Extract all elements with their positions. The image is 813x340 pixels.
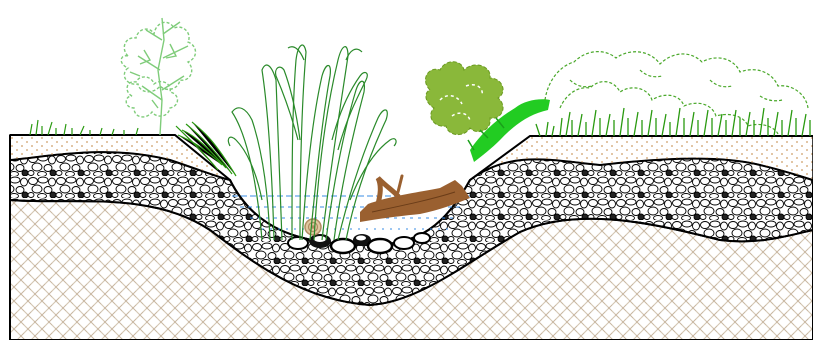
tree xyxy=(121,18,195,135)
snail xyxy=(305,219,321,235)
grass-right xyxy=(536,108,810,136)
